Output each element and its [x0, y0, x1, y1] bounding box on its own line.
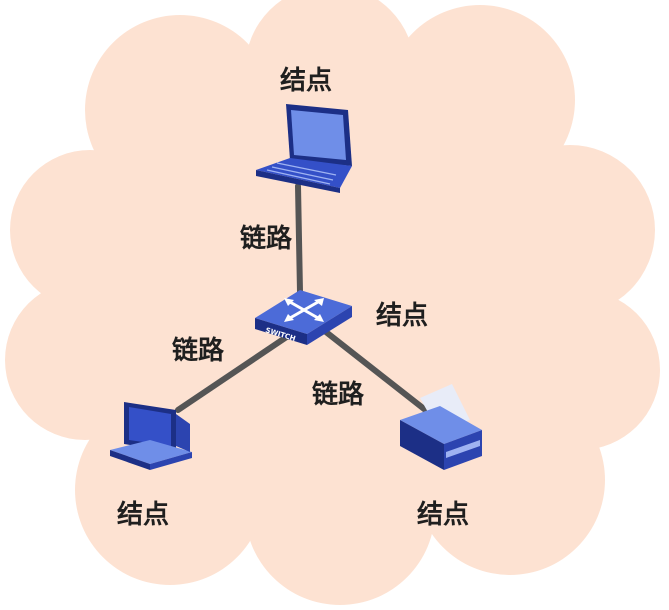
node-label-bottom-right: 结点 — [417, 500, 470, 530]
link-label-right: 链路 — [312, 380, 365, 410]
link-line-left — [175, 333, 291, 413]
node-label-bottom-left: 结点 — [117, 500, 170, 530]
switch-icon: SWITCH — [255, 290, 352, 345]
desktop-computer-icon — [110, 402, 192, 470]
laptop-icon — [256, 104, 352, 193]
printer-icon — [400, 384, 482, 470]
link-label-top: 链路 — [240, 224, 293, 254]
node-label-center: 结点 — [376, 301, 429, 331]
link-line-top — [295, 183, 303, 295]
link-label-left: 链路 — [172, 336, 225, 366]
node-label-top: 结点 — [280, 66, 333, 96]
link-line-right — [323, 329, 431, 415]
